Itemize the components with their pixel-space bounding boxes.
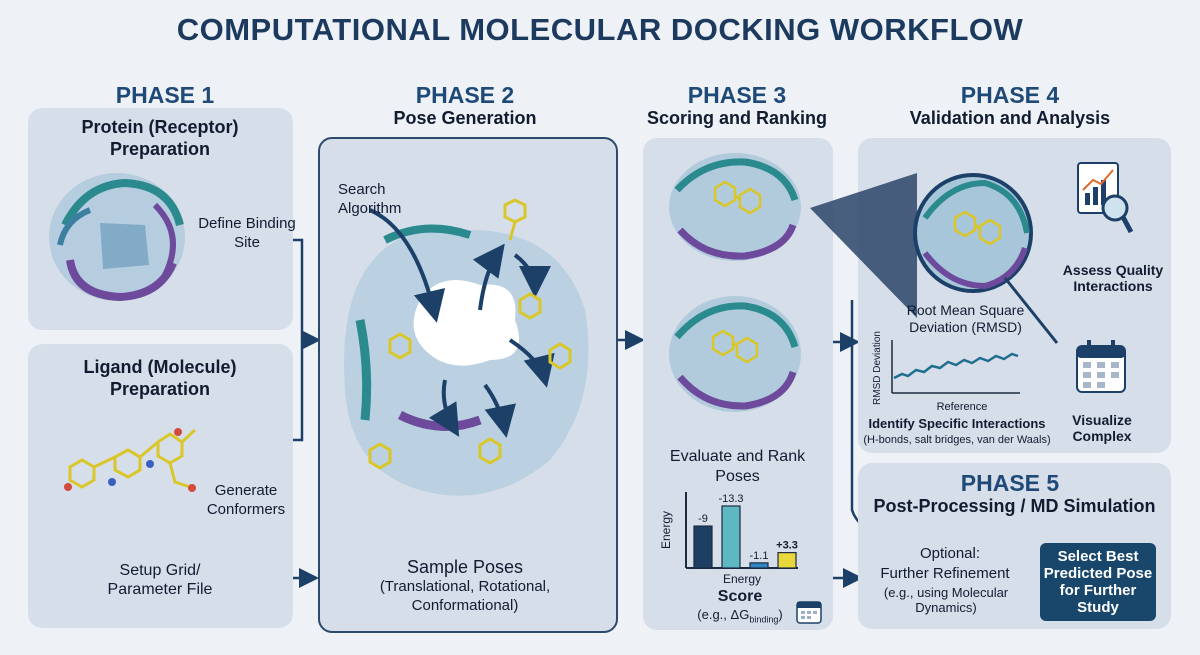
calendar-icon [796,601,822,624]
assess-quality-label: Assess Quality Interactions [1062,262,1164,294]
phase5-subtitle: Post-Processing / MD Simulation [873,496,1156,516]
score-detail-sub: binding [749,614,779,625]
phase4-heading: PHASE 4 [960,82,1060,108]
zoom-magnifier [810,173,1059,344]
chart-xlabel: Energy [723,572,761,586]
phase1-heading: PHASE 1 [115,82,215,108]
rmsd-ylabel: RMSD Deviation [872,331,883,405]
phase5-heading: PHASE 5 [960,470,1060,496]
pose-generation-illustration [344,198,589,496]
energy-bar-label: -9 [698,513,708,525]
phase2-heading: PHASE 2 [415,82,515,108]
phase4-subtitle: Validation and Analysis [909,108,1111,128]
energy-bar-label: -13.3 [718,493,743,505]
score-label: Score [717,588,763,605]
define-site-label: Define Binding Site [198,215,296,251]
score-detail-text: (e.g., ΔG [697,607,750,622]
energy-bar [749,562,769,569]
energy-bar [721,505,741,569]
phase3-subtitle: Scoring and Ranking [646,108,828,128]
setup-grid-label: Setup Grid/ Parameter File [107,562,213,598]
visualize-complex-label: Visualize Complex [1072,412,1132,444]
phase2-subtitle: Pose Generation [393,108,537,128]
select-best-pose-box: Select Best Predicted Pose for Further S… [1040,543,1156,621]
page-title: COMPUTATIONAL MOLECULAR DOCKING WORKFLOW [176,12,1024,47]
further-refinement-label: Further Refinement [880,565,1010,582]
generate-conformers-label: Generate Conformers [206,482,286,518]
energy-bar [777,552,797,569]
energy-bar [693,525,713,569]
sample-poses-label: Sample Poses [406,557,524,577]
receptor-protein-icon [49,173,185,302]
ligand-prep-panel [28,344,293,628]
chart-ylabel: Energy [659,511,673,549]
score-detail-close: ) [778,607,783,622]
energy-bar-label: -1.1 [750,550,769,562]
phase3-heading: PHASE 3 [687,82,787,108]
visualize-calendar-icon [1076,340,1126,393]
ligand-prep-title: Ligand (Molecule) Preparation [83,357,237,399]
rmsd-plot: RMSD Deviation Reference [872,331,1020,413]
evaluate-rank-label: Evaluate and Rank Poses [669,448,806,485]
search-algorithm-label: Search Algorithm [338,181,402,217]
identify-interactions-label: Identify Specific Interactions [868,416,1046,431]
rmsd-xlabel: Reference [937,401,988,413]
magnifier-chart-icon [1077,162,1134,234]
sample-poses-detail: (Translational, Rotational, Conformation… [379,578,551,614]
optional-label: Optional: [919,545,981,562]
docked-complex-icon-1 [669,153,801,261]
ligand-molecule-icon [64,428,197,492]
docked-complex-icon-2 [669,296,801,412]
energy-bar-chart: Energy Energy -9 -13.3 -1.1 +3.3 [659,492,798,586]
identify-interactions-detail: (H-bonds, salt bridges, van der Waals) [863,434,1051,446]
protein-prep-title: Protein (Receptor) Preparation [81,117,239,159]
rmsd-title: Root Mean Square Deviation (RMSD) [906,302,1025,335]
energy-bar-label: +3.3 [776,540,798,552]
score-detail: (e.g., ΔGbinding) [680,607,800,625]
refinement-detail: (e.g., using Molecular Dynamics) [883,585,1009,615]
